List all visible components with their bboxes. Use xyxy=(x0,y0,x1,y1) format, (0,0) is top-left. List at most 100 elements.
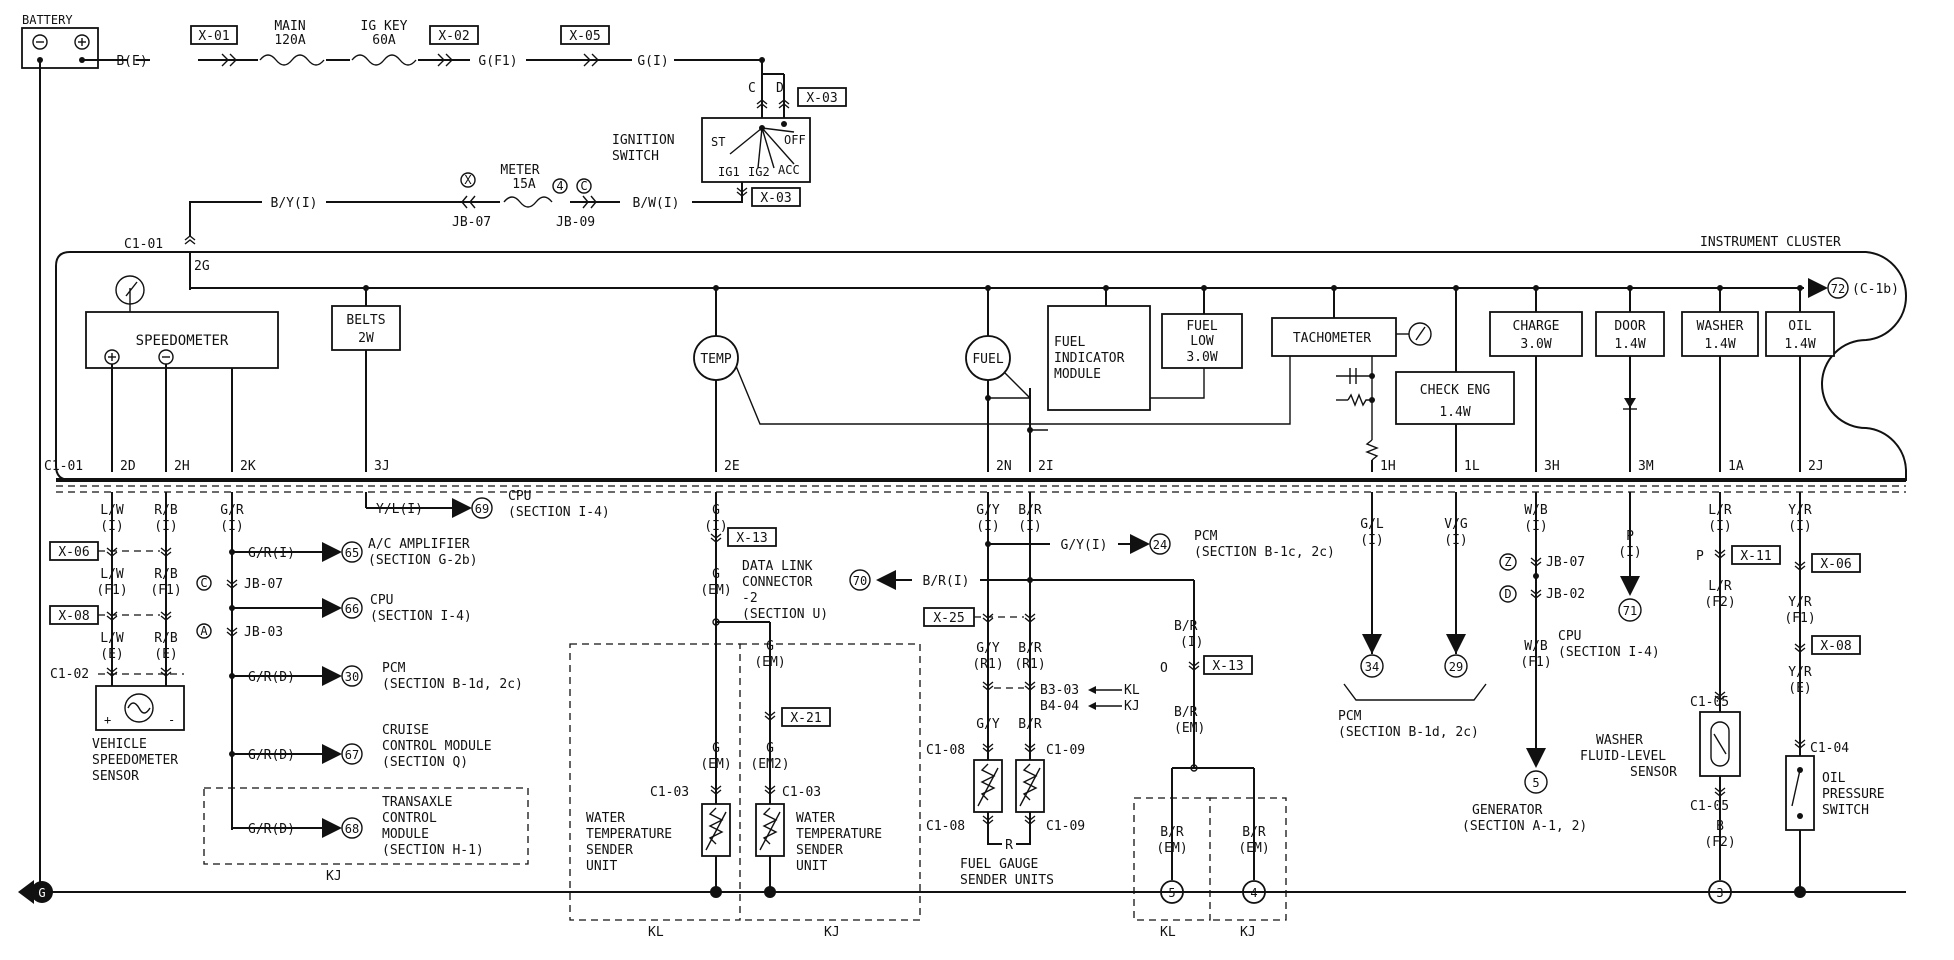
fuel-kl-label: KL xyxy=(1124,683,1140,698)
water-temp-sender-circuit: G (I) X-13 G (EM) DATA LINK CONNECTOR -2… xyxy=(569,492,921,940)
kj-temp: KJ xyxy=(824,925,840,940)
wire-r: R xyxy=(1005,838,1013,853)
wire-be-label: B(E) xyxy=(116,54,147,69)
kl-br: KL xyxy=(1160,925,1176,940)
conn-x03-bot: X-03 xyxy=(760,191,791,206)
conn-x05: X-05 xyxy=(569,29,600,44)
oil-switch-label-2: PRESSURE xyxy=(1822,787,1885,802)
tachometer-label: TACHOMETER xyxy=(1293,331,1371,346)
pin-2g: 2G xyxy=(194,259,210,274)
wire-byi-label: B/Y(I) xyxy=(271,196,318,211)
fim-label-2: INDICATOR xyxy=(1054,351,1125,366)
conn-x03-top: X-03 xyxy=(806,91,837,106)
wire-gyi: G/Y(I) xyxy=(1061,538,1108,553)
conn-x25: X-25 xyxy=(933,611,964,626)
wire-gl-1: G/L xyxy=(1360,517,1384,532)
dlc-label-4: (SECTION U) xyxy=(742,607,828,622)
off-page-29: 29 xyxy=(1449,660,1463,674)
ign-st: ST xyxy=(711,135,725,149)
charge-circuit: W/B (I) Z JB-07 D JB-02 CPU (SECTION I-4… xyxy=(1462,492,1660,834)
fuse-main-label: MAIN xyxy=(274,19,305,34)
fuse-meter-rating: 15A xyxy=(512,177,536,192)
vss-label-3: SENSOR xyxy=(92,769,139,784)
wts-left-label-3: SENDER xyxy=(586,843,633,858)
wire-br-em-1: B/R xyxy=(1174,705,1198,720)
wire-br-em-l-2: (EM) xyxy=(1156,841,1187,856)
wire-yr-f1-1: Y/R xyxy=(1788,595,1812,610)
wire-gy-i-2: (I) xyxy=(976,519,999,534)
wire-br-i-r-2: (I) xyxy=(1180,635,1203,650)
wire-lw-f1-1: L/W xyxy=(100,567,124,582)
wire-br-r1-1: B/R xyxy=(1018,641,1042,656)
instrument-cluster-label: INSTRUMENT CLUSTER xyxy=(1700,235,1841,250)
speedometer-label: SPEEDOMETER xyxy=(136,333,229,349)
wire-yr-f1-2: (F1) xyxy=(1784,611,1815,626)
jb03-left: JB-03 xyxy=(244,625,283,640)
temp-label: TEMP xyxy=(700,352,731,367)
belts-lamp: BELTS 2W xyxy=(331,285,401,472)
cpu66-label-2: (SECTION I-4) xyxy=(370,609,472,624)
instrument-cluster: INSTRUMENT CLUSTER xyxy=(55,235,1908,481)
wire-g-em2-2: (EM2) xyxy=(750,757,789,772)
cpu69-label-2: (SECTION I-4) xyxy=(508,505,610,520)
pcm24-label-1: PCM xyxy=(1194,529,1218,544)
oil-watt: 1.4W xyxy=(1784,337,1815,352)
fim-label-3: MODULE xyxy=(1054,367,1101,382)
ign-ig2: IG2 xyxy=(748,165,770,179)
wire-wb-f1-1: W/B xyxy=(1524,639,1548,654)
wts-left-label-2: TEMPERATURE xyxy=(586,827,672,842)
wire-g-em2-1: G xyxy=(766,741,774,756)
wire-wb-i-1: W/B xyxy=(1524,503,1548,518)
ign-off: OFF xyxy=(784,133,806,147)
fuel-low-label-1: FUEL xyxy=(1186,319,1217,334)
wire-lw-i-2: (I) xyxy=(100,519,123,534)
ignition-switch-label-2: SWITCH xyxy=(612,149,659,164)
fuel-sender-circuit: G/Y (I) B/R (I) G/Y(I) 24 PCM (SECTION B… xyxy=(923,492,1335,888)
belts-cpu-circuit: Y/L(I) 69 CPU (SECTION I-4) xyxy=(365,489,610,520)
wire-rb-i-2: (I) xyxy=(154,519,177,534)
pin-2k: 2K xyxy=(240,459,256,474)
jb-mark-4: 4 xyxy=(556,179,563,193)
ground-symbol: G xyxy=(38,886,45,900)
wire-gy-i-1: G/Y xyxy=(976,503,1000,518)
wire-lw-i-1: L/W xyxy=(100,503,124,518)
c103-left: C1-03 xyxy=(650,785,689,800)
generator-label-2: (SECTION A-1, 2) xyxy=(1462,819,1587,834)
pin-2h: 2H xyxy=(174,459,190,474)
o-mark: O xyxy=(1160,661,1168,676)
off-page-71: 71 xyxy=(1623,604,1637,618)
wire-br-em-r-1: B/R xyxy=(1242,825,1266,840)
wire-g-em-1: G xyxy=(712,567,720,582)
wire-wb-f1-2: (F1) xyxy=(1520,655,1551,670)
kj-left: KJ xyxy=(326,869,342,884)
ac-amp-label-2: (SECTION G-2b) xyxy=(368,553,478,568)
c108-bottom: C1-08 xyxy=(926,819,965,834)
wts-left-label-1: WATER xyxy=(586,811,625,826)
wire-lw-e-1: L/W xyxy=(100,631,124,646)
wts-right-label-4: UNIT xyxy=(796,859,827,874)
off-page-69: 69 xyxy=(475,502,489,516)
conn-x13-fuel: X-13 xyxy=(1212,659,1243,674)
jb-mark-c: C xyxy=(580,179,587,193)
gauge-icon xyxy=(115,275,145,305)
off-page-66: 66 xyxy=(345,602,359,616)
conn-x21: X-21 xyxy=(790,711,821,726)
arrow-72 xyxy=(1808,278,1828,298)
jb-mark-x: X xyxy=(464,173,472,187)
c105-bottom: C1-05 xyxy=(1690,799,1729,814)
speedometer: SPEEDOMETER xyxy=(85,275,279,472)
sensor-minus-icon: - xyxy=(168,713,175,727)
pin-1h: 1H xyxy=(1380,459,1396,474)
igkey-fuse xyxy=(351,54,417,66)
conn-x13-temp: X-13 xyxy=(736,531,767,546)
off-page-72: 72 xyxy=(1831,282,1845,296)
tachometer: TACHOMETER xyxy=(1271,285,1432,472)
washer-sensor-label-1: WASHER xyxy=(1596,733,1643,748)
temp-gauge: TEMP xyxy=(693,285,1291,472)
jb02-right: JB-02 xyxy=(1546,587,1585,602)
fuel-low-watt: 3.0W xyxy=(1186,350,1217,365)
c103-right: C1-03 xyxy=(782,785,821,800)
wire-gl-2: (I) xyxy=(1360,533,1383,548)
wire-gf1-label: G(F1) xyxy=(478,54,517,69)
wire-gr-i-2: (I) xyxy=(220,519,243,534)
